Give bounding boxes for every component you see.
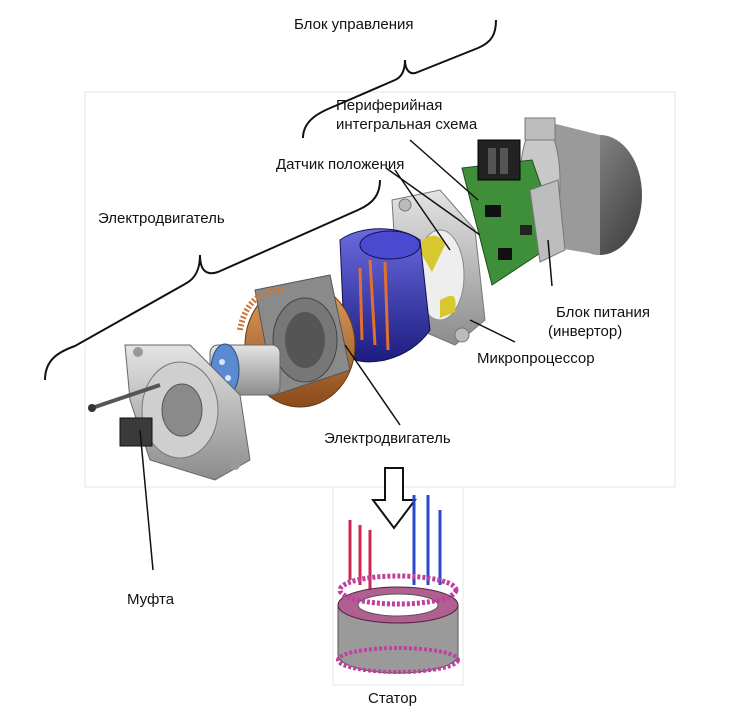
control-pcb [461,139,566,286]
peripheral-ic-label-line1: Периферийная [336,97,443,114]
coupling-label: Муфта [127,591,175,608]
leader-lines [139,139,553,571]
motor-part-label: Электродвигатель [324,430,451,447]
microprocessor-label: Микропроцессор [477,350,595,367]
control-unit-label: Блок управления [294,16,414,33]
power-unit-label-line1: Блок питания [556,304,650,321]
position-sensor-label: Датчик положения [276,156,405,173]
stator-label: Статор [368,690,417,707]
motor-group-brace [44,179,381,381]
down-arrow [371,467,417,530]
sensor-housing [391,189,486,346]
blue-rotor-cover [339,228,431,363]
motor-group-label: Электродвигатель [98,210,225,227]
stator-ring [336,495,460,674]
peripheral-ic-label-line2: интегральная схема [336,116,478,133]
control-unit-brace [302,19,497,139]
front-flange [88,344,251,481]
power-unit-label-line2: (инвертор) [548,323,623,340]
